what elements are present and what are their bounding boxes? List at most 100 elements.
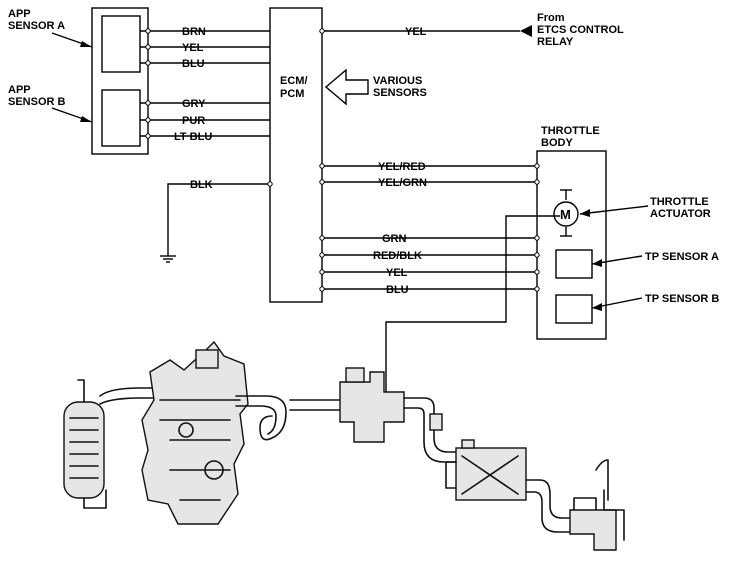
wire-label-throttle-6: BLU: [386, 284, 409, 296]
throttle-body-motor-housing: [345, 367, 365, 383]
tp-sensor-a-element: [555, 249, 593, 279]
tp-sensor-b-arrow: [592, 303, 602, 311]
app-sensor-b-label-line2: SENSOR B: [8, 96, 66, 108]
etcs-source-label: From ETCS CONTROL RELAY: [537, 12, 627, 48]
engine-pulley-1: [178, 422, 194, 438]
throttle-body-location-leader: [385, 215, 560, 408]
catalytic-converter: [63, 401, 105, 499]
wire-label-ground: BLK: [190, 179, 213, 191]
ecm-pcm-box: [269, 7, 323, 303]
throttle-actuator-line1: THROTTLE: [650, 196, 709, 208]
throttle-actuator-label: THROTTLE ACTUATOR: [650, 196, 712, 220]
wire-label-app-b-2: PUR: [182, 115, 205, 127]
pin: [319, 179, 325, 185]
etcs-arrow: [520, 25, 532, 37]
wire-label-throttle-2: YEL/GRN: [378, 177, 427, 189]
wire-label-throttle-3: GRN: [382, 233, 407, 245]
pin: [145, 60, 151, 66]
pin: [534, 269, 540, 275]
etcs-source-line1: From: [537, 12, 565, 24]
pin: [534, 235, 540, 241]
various-sensors-line2: SENSORS: [373, 87, 427, 99]
various-sensors-arrow: [324, 68, 369, 106]
wire-label-app-b-1: GRY: [182, 98, 206, 110]
resonator-duct-2: [525, 491, 575, 533]
catalytic-converter-ribs: [69, 417, 99, 479]
throttle-body-assembly: [339, 371, 405, 443]
exhaust-pipe-2: [99, 397, 163, 405]
pin: [319, 286, 325, 292]
pin: [267, 181, 273, 187]
throttle-wires: [319, 163, 540, 292]
app-sensor-a-label: APP SENSOR A: [8, 8, 65, 32]
engine-block-detail: [159, 399, 241, 501]
air-cleaner-fitting: [461, 439, 475, 449]
wire-label-app-a-3: BLU: [182, 58, 205, 70]
tp-sensor-b-element: [555, 294, 593, 324]
throttle-body-line1: THROTTLE: [541, 125, 600, 137]
wire-label-etcs: YEL: [405, 26, 427, 38]
engine-illustration: [63, 340, 625, 551]
pin: [145, 44, 151, 50]
converter-pipes: [77, 379, 107, 509]
throttle-body-label: THROTTLE BODY: [541, 125, 603, 149]
wire-label-throttle-1: YEL/RED: [378, 161, 426, 173]
resonator-pipe: [595, 459, 625, 541]
wire-ground: [167, 183, 270, 256]
app-sensor-b-label: APP SENSOR B: [8, 84, 66, 108]
app-sensor-b-element: [101, 89, 141, 147]
exhaust-pipe-1: [99, 387, 161, 397]
app-sensor-a-leader-arrow: [80, 41, 92, 47]
intake-duct: [289, 399, 341, 411]
tp-sensor-b-label: TP SENSOR B: [645, 293, 719, 305]
ecm-label-line1: ECM/: [280, 75, 308, 87]
pin: [145, 117, 151, 123]
pin: [534, 163, 540, 169]
intake-loop-inner: [235, 405, 277, 435]
etcs-source-line3: RELAY: [537, 36, 574, 48]
pin: [319, 252, 325, 258]
wire-label-throttle-5: YEL: [386, 267, 408, 279]
intake-loop: [235, 395, 287, 441]
engine-pulley-2: [204, 460, 224, 480]
engine-top-component: [195, 349, 219, 369]
resonator-box: [569, 509, 617, 551]
throttle-body-line2: BODY: [541, 137, 573, 149]
various-sensors-line1: VARIOUS: [373, 75, 422, 87]
ecm-label-line2: PCM: [280, 88, 304, 100]
etcs-source-line2: ETCS CONTROL: [537, 24, 624, 36]
app-sensor-a-element: [101, 15, 141, 73]
throttle-actuator-leader: [579, 205, 649, 215]
wire-label-throttle-4: RED/BLK: [373, 250, 422, 262]
app-wires: [140, 28, 270, 139]
wire-label-app-a-1: BRN: [182, 26, 206, 38]
air-cleaner-inlet: [445, 461, 457, 489]
pin: [534, 252, 540, 258]
various-sensors-label: VARIOUS SENSORS: [373, 75, 427, 99]
pin: [534, 286, 540, 292]
tp-sensor-a-label: TP SENSOR A: [645, 251, 719, 263]
pin: [145, 28, 151, 34]
pin: [145, 100, 151, 106]
throttle-actuator-line2: ACTUATOR: [650, 208, 711, 220]
pin: [534, 179, 540, 185]
app-sensor-module: [91, 7, 149, 155]
tp-sensor-a-arrow: [592, 259, 602, 267]
app-sensor-a-label-line2: SENSOR A: [8, 20, 65, 32]
motor-symbol-letter: M: [560, 207, 571, 222]
engine-block: [141, 340, 249, 525]
app-sensor-b-leader-arrow: [80, 116, 92, 122]
app-sensor-a-label-line1: APP: [8, 8, 30, 20]
resonator-duct-1: [525, 479, 597, 519]
intake-sensor: [429, 413, 443, 431]
app-sensor-b-label-line1: APP: [8, 84, 30, 96]
wire-label-app-b-3: LT BLU: [174, 131, 212, 143]
ecm-pcm-label: ECM/ PCM: [280, 75, 311, 100]
pin: [319, 235, 325, 241]
wire-label-app-a-2: YEL: [182, 42, 204, 54]
pin: [319, 163, 325, 169]
pin: [145, 133, 151, 139]
throttle-actuator-arrow: [580, 209, 590, 217]
motor-symbol: [553, 201, 579, 227]
